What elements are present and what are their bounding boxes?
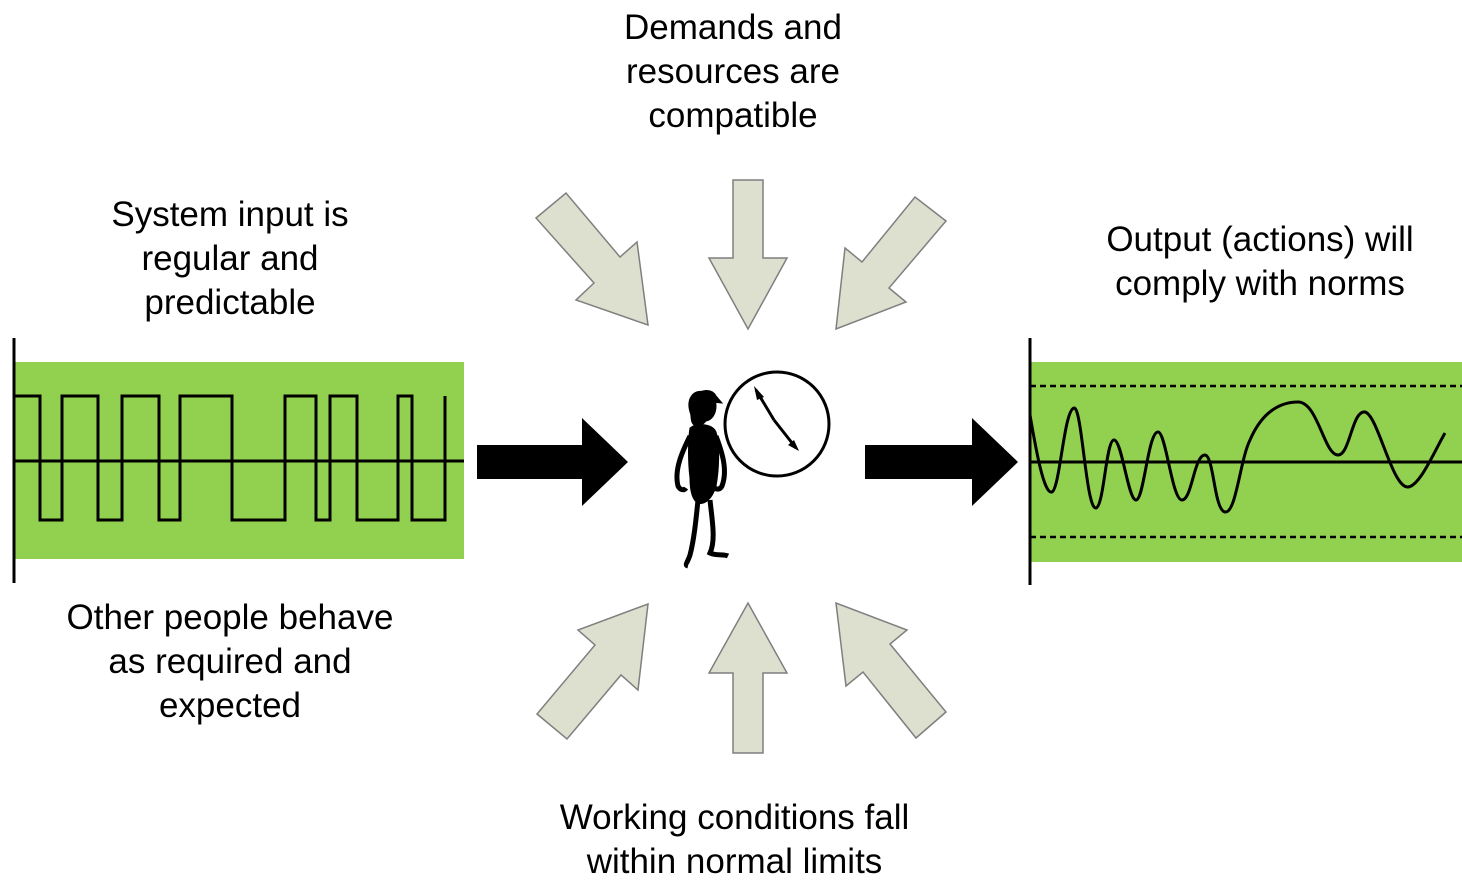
top-center-arrow bbox=[707, 179, 789, 331]
output-signal-panel bbox=[1028, 338, 1462, 585]
top-right-arrow bbox=[835, 195, 948, 331]
person-icon bbox=[674, 390, 730, 569]
label-working-conditions: Working conditions fall within normal li… bbox=[559, 798, 910, 881]
person-cap bbox=[693, 390, 724, 404]
person-body bbox=[688, 424, 720, 504]
label-other-people: Other people behave as required and expe… bbox=[66, 598, 394, 725]
person-right-arm bbox=[711, 435, 727, 492]
output-flow-arrow bbox=[865, 418, 1018, 506]
top-arrows bbox=[534, 179, 948, 331]
bottom-center-arrow bbox=[707, 601, 789, 754]
top-left-arrow bbox=[534, 191, 649, 327]
input-signal-panel bbox=[12, 338, 464, 583]
input-flow-arrow bbox=[477, 418, 628, 506]
label-demands-resources: Demands and resources are compatible bbox=[624, 8, 842, 135]
bottom-right-arrow bbox=[835, 601, 948, 740]
label-output-actions: Output (actions) will comply with norms bbox=[1106, 220, 1414, 303]
clock-hand-short-tip bbox=[788, 440, 799, 451]
label-system-input: System input is regular and predictable bbox=[111, 195, 349, 322]
input-square-wave bbox=[14, 394, 447, 522]
person-left-arm bbox=[674, 434, 693, 493]
person-left-leg bbox=[683, 499, 701, 569]
clock-hand-long-tip bbox=[754, 386, 764, 400]
person-right-leg bbox=[706, 499, 730, 559]
bottom-arrows bbox=[535, 601, 948, 754]
output-wave bbox=[1028, 400, 1447, 514]
clock-icon bbox=[723, 370, 831, 478]
bottom-left-arrow bbox=[535, 602, 649, 741]
